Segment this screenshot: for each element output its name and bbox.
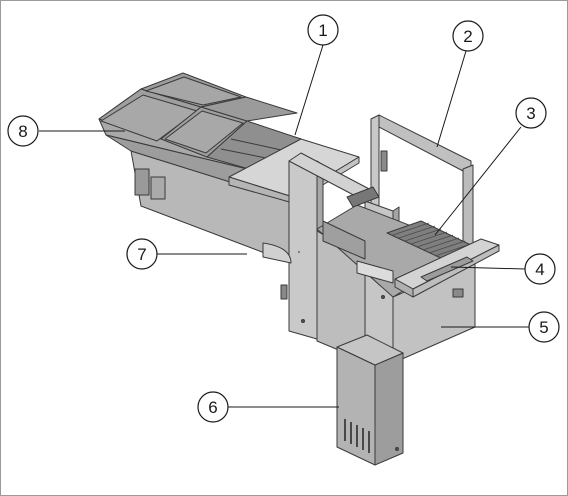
callout-1: 1 [308, 15, 338, 45]
svg-text:6: 6 [208, 398, 217, 417]
callout-2: 2 [453, 21, 483, 51]
svg-text:5: 5 [539, 318, 548, 337]
svg-text:2: 2 [463, 27, 472, 46]
svg-text:1: 1 [318, 21, 327, 40]
callout-5: 5 [529, 312, 559, 342]
svg-text:4: 4 [535, 260, 544, 279]
support-column [337, 335, 403, 465]
callout-7: 7 [127, 239, 157, 269]
svg-text:7: 7 [137, 245, 146, 264]
callout-3: 3 [516, 98, 546, 128]
svg-text:3: 3 [526, 104, 535, 123]
callout-4: 4 [525, 254, 555, 284]
svg-text:8: 8 [18, 122, 27, 141]
callout-6: 6 [198, 392, 228, 422]
callout-8: 8 [8, 116, 38, 146]
